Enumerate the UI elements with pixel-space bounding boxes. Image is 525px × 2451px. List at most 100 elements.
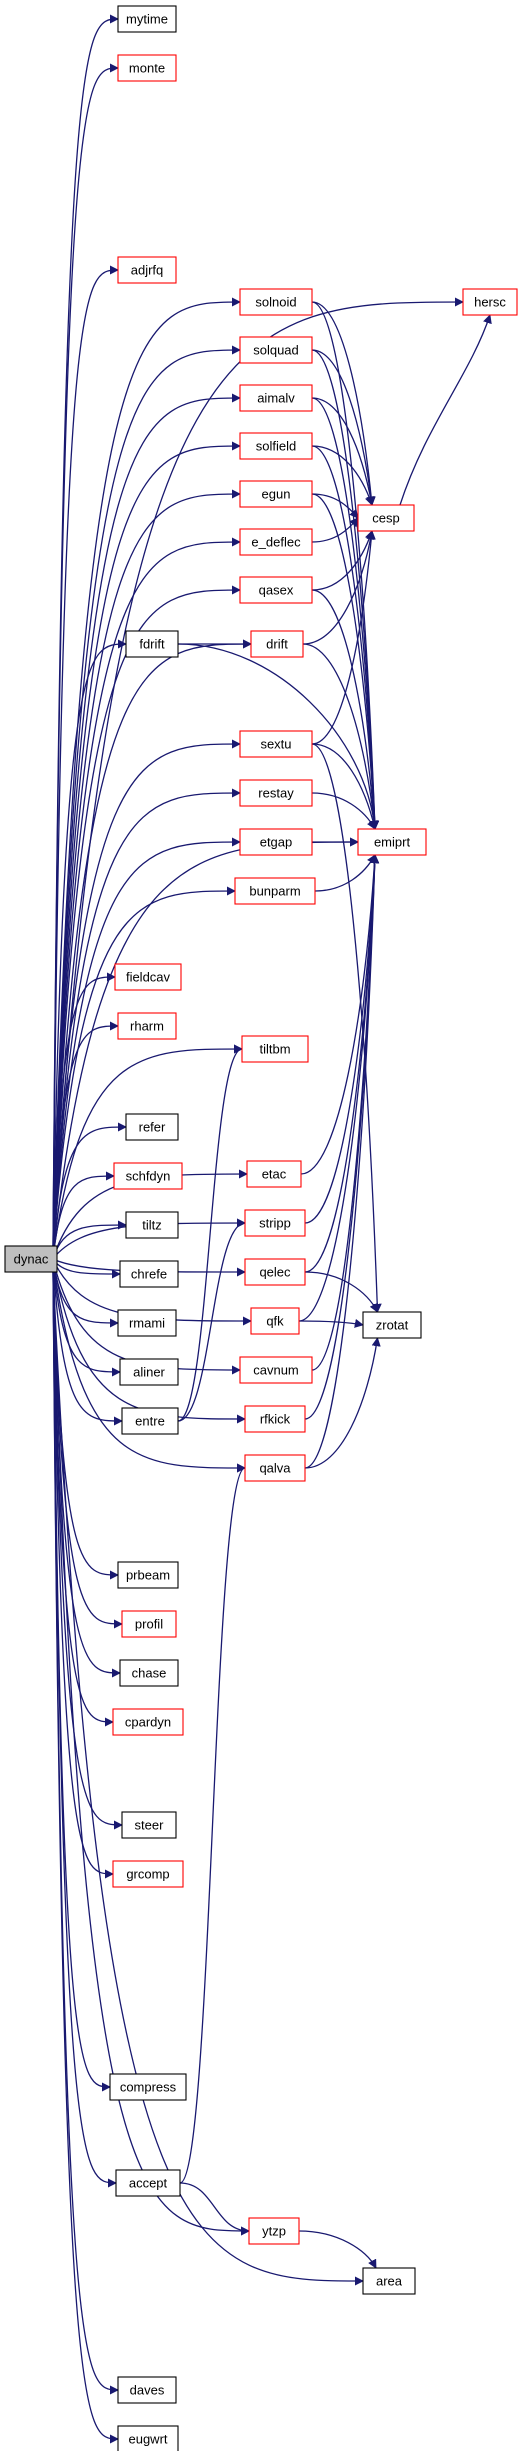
node-solquad[interactable]: solquad — [239, 336, 313, 364]
edge-qalva-to-zrotat — [304, 1337, 381, 1469]
node-herscl[interactable]: hersc — [462, 288, 518, 316]
node-e_deflec[interactable]: e_deflec — [239, 528, 313, 556]
node-prbeam-label: prbeam — [126, 1568, 170, 1583]
edge-fdrift-to-emiprt — [177, 643, 379, 830]
node-solfield[interactable]: solfield — [239, 432, 313, 460]
node-grcomp[interactable]: grcomp — [112, 1860, 184, 1888]
node-steer: steer — [121, 1811, 177, 1839]
node-daves-label: daves — [130, 2383, 165, 2398]
node-stripp[interactable]: stripp — [244, 1209, 306, 1237]
edge-dynac-to-egun — [52, 489, 241, 1252]
node-qfk-box — [250, 1307, 300, 1335]
edge-dynac-to-monte — [52, 63, 119, 1250]
node-adjrfq-label: adjrfq — [131, 263, 164, 278]
edge-solfield-to-cesp — [311, 445, 374, 506]
node-schfdyn[interactable]: schfdyn — [113, 1162, 183, 1190]
edge-dynac-to-tiltz — [52, 1220, 127, 1259]
edge-dynac-to-fieldcav — [52, 972, 116, 1257]
node-emiprt[interactable]: emiprt — [357, 828, 427, 856]
edge-dynac-to-steer — [52, 1264, 123, 1830]
node-cavnum-label: cavnum — [253, 1363, 299, 1378]
node-rfkick-label: rfkick — [260, 1412, 291, 1427]
node-qelec[interactable]: qelec — [244, 1258, 306, 1286]
node-etac[interactable]: etac — [246, 1160, 302, 1188]
node-aimalv[interactable]: aimalv — [239, 384, 313, 412]
node-cesp-label: cesp — [372, 511, 399, 526]
node-cpardyn[interactable]: cpardyn — [112, 1708, 184, 1736]
node-egun-label: egun — [262, 487, 291, 502]
edge-dynac-to-rharm — [52, 1021, 119, 1257]
node-bunparm-box — [234, 877, 316, 905]
edge-dynac-to-chrefe — [52, 1258, 121, 1279]
node-egun[interactable]: egun — [239, 480, 313, 508]
edge-drift-to-cesp — [302, 530, 376, 645]
node-tiltbm[interactable]: tiltbm — [241, 1035, 309, 1063]
node-area: area — [362, 2267, 416, 2295]
node-rharm[interactable]: rharm — [117, 1012, 177, 1040]
node-adjrfq[interactable]: adjrfq — [117, 256, 177, 284]
node-bunparm[interactable]: bunparm — [234, 877, 316, 905]
node-mytime-box — [117, 5, 177, 33]
edge-accept-to-qalva — [179, 1463, 246, 2184]
node-aliner: aliner — [119, 1358, 179, 1386]
node-emiprt-label: emiprt — [374, 835, 411, 850]
node-entre-label: entre — [135, 1414, 165, 1429]
nodes-layer: dynac mytime monte adjrfq solnoid hersc solqua… — [4, 5, 518, 2451]
node-qasex[interactable]: qasex — [239, 576, 313, 604]
node-restay-box — [239, 779, 313, 807]
node-grcomp-box — [112, 1860, 184, 1888]
node-sextu[interactable]: sextu — [239, 730, 313, 758]
node-qasex-box — [239, 576, 313, 604]
edge-qfk-to-emiprt — [298, 854, 380, 1322]
node-chrefe: chrefe — [119, 1260, 179, 1288]
edge-entre-to-tiltbm — [177, 1044, 243, 1422]
node-aimalv-box — [239, 384, 313, 412]
node-stripp-label: stripp — [259, 1216, 291, 1231]
node-area-label: area — [376, 2274, 403, 2289]
node-qalva[interactable]: qalva — [244, 1454, 306, 1482]
node-restay[interactable]: restay — [239, 779, 313, 807]
edge-dynac-to-schfdyn — [52, 1171, 115, 1259]
node-ytzp[interactable]: ytzp — [248, 2217, 300, 2245]
node-tiltz-label: tiltz — [142, 1218, 162, 1233]
node-rmami-box — [117, 1309, 177, 1337]
node-fdrift-label: fdrift — [139, 637, 165, 652]
node-tiltz-box — [125, 1211, 179, 1239]
node-solnoid[interactable]: solnoid — [239, 288, 313, 316]
node-etac-box — [246, 1160, 302, 1188]
node-monte[interactable]: monte — [117, 54, 177, 82]
node-fieldcav[interactable]: fieldcav — [114, 963, 182, 991]
edge-sextu-to-cesp — [311, 530, 376, 745]
node-accept-label: accept — [129, 2176, 168, 2191]
edge-dynac-to-profil — [52, 1262, 123, 1629]
node-cesp[interactable]: cesp — [357, 504, 415, 532]
node-bunparm-label: bunparm — [249, 884, 300, 899]
node-profil[interactable]: profil — [121, 1610, 177, 1638]
node-etgap[interactable]: etgap — [239, 828, 313, 856]
node-cavnum[interactable]: cavnum — [239, 1356, 313, 1384]
node-qelec-label: qelec — [259, 1265, 291, 1280]
node-entre-box — [121, 1407, 179, 1435]
node-compress: compress — [109, 2073, 187, 2101]
node-sextu-box — [239, 730, 313, 758]
node-rharm-label: rharm — [130, 1019, 164, 1034]
node-dynac-label: dynac — [14, 1252, 49, 1267]
edge-accept-to-ytzp — [179, 2182, 250, 2236]
edge-dynac-to-aimalv — [52, 393, 241, 1251]
node-emiprt-box — [357, 828, 427, 856]
node-chase: chase — [119, 1659, 179, 1687]
node-dynac[interactable]: dynac — [4, 1245, 58, 1273]
node-rfkick[interactable]: rfkick — [244, 1405, 306, 1433]
edge-dynac-to-adjrfq — [52, 265, 119, 1250]
node-drift[interactable]: drift — [250, 630, 304, 658]
node-eugwrt-box — [117, 2425, 179, 2451]
node-schfdyn-label: schfdyn — [126, 1169, 171, 1184]
edge-solquad-to-cesp — [311, 349, 376, 506]
node-mytime: mytime — [117, 5, 177, 33]
node-etac-label: etac — [262, 1167, 287, 1182]
node-aimalv-label: aimalv — [257, 391, 295, 406]
node-mytime-label: mytime — [126, 12, 168, 27]
node-qfk[interactable]: qfk — [250, 1307, 300, 1335]
node-chase-label: chase — [132, 1666, 167, 1681]
node-solquad-label: solquad — [253, 343, 299, 358]
